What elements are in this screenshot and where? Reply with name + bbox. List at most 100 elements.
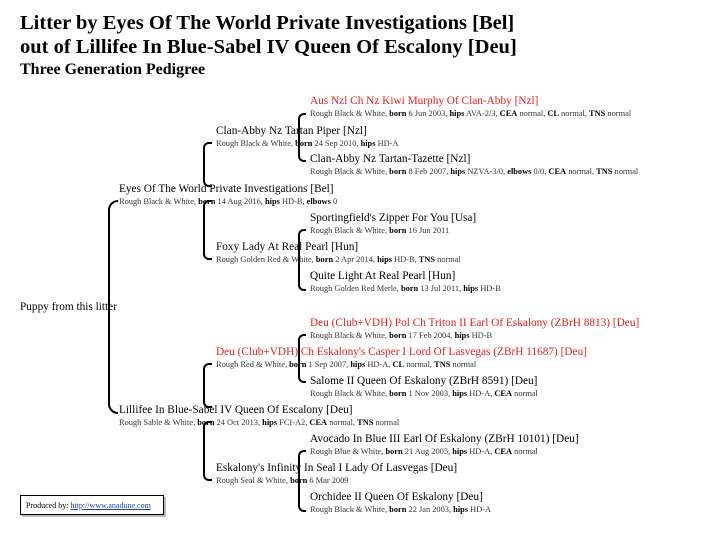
pedigree-bracket [203, 363, 212, 408]
health-test-label: TNS [418, 255, 436, 264]
dog-name: Aus Nzl Ch Nz Kiwi Murphy Of Clan-Abby [… [310, 95, 539, 107]
dog-color: Rough Golden Red Merle [310, 284, 397, 293]
dog-name: Deu (Club+VDH) Pol Ch Triton II Earl Of … [310, 317, 640, 329]
dog-details: Rough Black & White, born 8 Feb 2007, hi… [310, 167, 639, 176]
dog-born: 8 Feb 2007 [408, 167, 447, 176]
dog-details: Rough Black & White, born 16 Jun 2011 [310, 226, 450, 235]
producer-credit: Produced by: http://www.anadune.com [20, 495, 164, 515]
dog-details: Rough Black & White, born 6 Jun 2003, hi… [310, 109, 632, 118]
producer-link[interactable]: http://www.anadune.com [70, 501, 151, 510]
health-test-value: 0/0 [533, 167, 545, 176]
health-test-label: CEA [548, 167, 567, 176]
pedigree-bracket [298, 229, 306, 291]
health-test-value: normal [614, 167, 639, 176]
dam: Lillifee In Blue-Sabel IV Queen Of Escal… [119, 404, 399, 428]
dog-born: 24 Sep 2010 [314, 139, 357, 148]
health-test-value: HD-B [480, 284, 501, 293]
health-test-label: CL [547, 109, 560, 118]
health-test-value: normal [452, 360, 477, 369]
health-test-value: normal [406, 360, 430, 369]
dog-color: Rough Black & White [119, 197, 194, 206]
health-test-value: AVA-2/3 [466, 109, 496, 118]
pedigree-bracket [298, 450, 306, 512]
dog-born: 13 Jul 2011 [420, 284, 460, 293]
dog-name: Foxy Lady At Real Pearl [Hun] [216, 241, 359, 253]
sire-sire-sire: Aus Nzl Ch Nz Kiwi Murphy Of Clan-Abby [… [310, 95, 631, 119]
health-test-value: HD-A [377, 139, 399, 148]
born-label: born [389, 505, 407, 514]
dam-dam-sire: Avocado In Blue III Earl Of Eskalony (ZB… [310, 433, 579, 457]
health-test-value: HD-B [394, 255, 415, 264]
born-label: born [400, 284, 419, 293]
producer-label: Produced by: [26, 501, 69, 510]
health-test-label: hips [350, 360, 366, 369]
sire-dam-sire: Sportingfield's Zipper For You [Usa] Roug… [310, 212, 476, 236]
health-test-label: CEA [309, 418, 328, 427]
health-test-value: HD-B [471, 331, 493, 340]
dog-details: Rough Black & White, born 22 Jan 2003, h… [310, 505, 492, 514]
dog-name: Orchidee II Queen Of Eskalony [Deu] [310, 491, 483, 503]
sire-sire-dam: Clan-Abby Nz Tartan-Tazette [Nzl]Rough B… [310, 153, 638, 177]
dog-born: 22 Jan 2003 [408, 505, 449, 514]
pedigree-bracket [203, 142, 212, 187]
dog-name: Lillifee In Blue-Sabel IV Queen Of Escal… [119, 404, 353, 416]
born-label: born [389, 167, 407, 176]
dog-born: 1 Nov 2003 [408, 389, 449, 398]
dog-name: Eyes Of The World Private Investigations… [119, 183, 334, 195]
dog-details: Rough Black & White, born 1 Nov 2003, hi… [310, 389, 538, 398]
dog-born: 2 Apr 2014 [335, 255, 373, 264]
born-label: born [389, 109, 407, 118]
born-label: born [289, 360, 307, 369]
health-test-label: hips [454, 331, 470, 340]
dog-details: Rough Sable & White, born 24 Oct 2013, h… [119, 418, 400, 427]
dog-born: 21 Aug 2005 [404, 447, 449, 456]
dog-color: Rough Blue & White [310, 447, 382, 456]
health-test-label: TNS [357, 418, 374, 427]
dog-details: Rough Red & White, born 1 Sep 2007, hips… [216, 360, 477, 369]
health-test-value: normal [568, 167, 592, 176]
born-label: born [290, 476, 308, 485]
born-label: born [389, 226, 407, 235]
puppy-label: Puppy from this litter [20, 301, 117, 313]
health-test-label: hips [360, 139, 376, 148]
dog-name: Clan-Abby Nz Tartan Piper [Nzl] [216, 125, 367, 137]
dog-born: 1 Sep 2007 [308, 360, 347, 369]
health-test-label: elbows [306, 197, 331, 206]
dog-details: Rough Golden Red Merle, born 13 Jul 2011… [310, 284, 501, 293]
dog-details: Rough Golden Red & White, born 2 Apr 201… [216, 255, 461, 264]
health-test-value: FCI-A2 [279, 418, 306, 427]
health-test-label: TNS [434, 360, 451, 369]
health-test-label: CEA [494, 389, 513, 398]
health-test-label: hips [463, 284, 479, 293]
dog-name: Avocado In Blue III Earl Of Eskalony (ZB… [310, 433, 579, 445]
dog-color: Rough Golden Red & White [216, 255, 312, 264]
born-label: born [389, 331, 407, 340]
dog-born: 24 Oct 2013 [216, 418, 258, 427]
sire-sire: Clan-Abby Nz Tartan Piper [Nzl] Rough Bla… [216, 125, 399, 149]
born-label: born [389, 389, 407, 398]
page-title: Litter by Eyes Of The World Private Inve… [20, 12, 515, 34]
dog-color: Rough Black & White [310, 167, 385, 176]
pedigree-bracket [108, 200, 118, 414]
dog-color: Rough Black & White [310, 226, 385, 235]
pedigree-bracket [298, 334, 306, 383]
health-test-value: HD-A [470, 505, 492, 514]
dog-name: Salome II Queen Of Eskalony (ZBrH 8591) … [310, 375, 538, 387]
sire-dam: Foxy Lady At Real Pearl [Hun] Rough Golde… [216, 241, 461, 265]
dog-details: Rough Black & White, born 24 Sep 2010, h… [216, 139, 399, 148]
health-test-value: NZVA-3/0 [467, 167, 504, 176]
health-test-label: CL [392, 360, 405, 369]
health-test-value: normal [514, 447, 538, 456]
health-test-value: normal [437, 255, 461, 264]
pedigree-bracket [203, 200, 212, 260]
health-test-label: hips [377, 255, 392, 264]
health-test-value: HD-B [281, 197, 303, 206]
health-test-label: hips [264, 197, 280, 206]
health-test-value: HD-A [367, 360, 389, 369]
dog-born: 17 Feb 2004 [408, 331, 451, 340]
born-label: born [198, 197, 216, 206]
dog-name: Sportingfield's Zipper For You [Usa] [310, 212, 477, 224]
dog-color: Rough Black & White [310, 505, 385, 514]
dog-color: Rough Black & White [310, 389, 385, 398]
dog-details: Rough Seal & White, born 6 Mar 2009 [216, 476, 349, 485]
